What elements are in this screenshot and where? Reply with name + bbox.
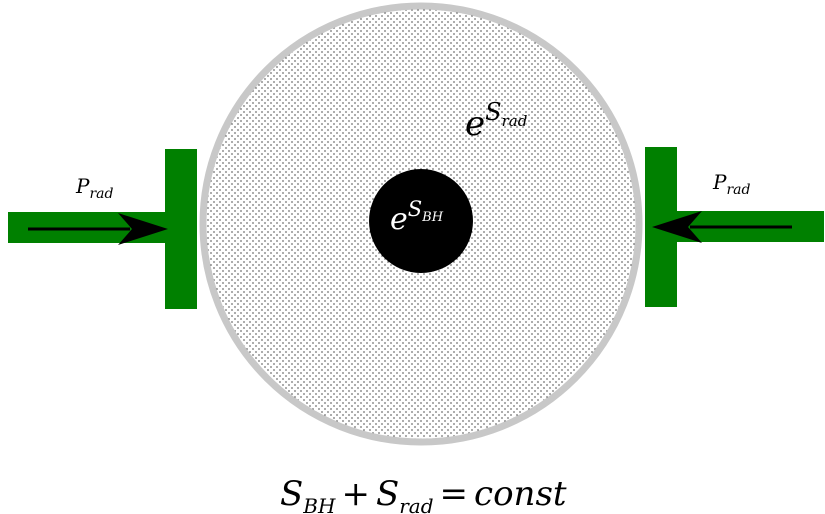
left-piston-head: [165, 149, 197, 309]
pressure-label-right: Prad: [712, 170, 751, 198]
black-hole: [369, 169, 473, 273]
entropy-conservation-caption: SBH+Srad=const: [280, 474, 567, 514]
pressure-label-left: Prad: [75, 174, 114, 202]
